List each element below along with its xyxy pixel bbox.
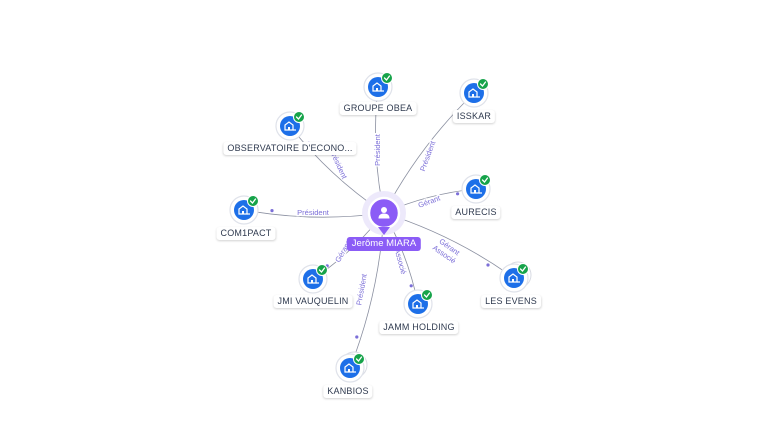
company-label[interactable]: OBSERVATOIRE D'ECONO... (223, 142, 357, 155)
edge-label: Président (297, 208, 330, 217)
edge-label: Associé (393, 248, 408, 276)
check-icon (477, 78, 489, 90)
company-node[interactable] (229, 195, 259, 225)
edge-label: Président (418, 139, 438, 173)
edge-label: Président (354, 272, 369, 306)
person-icon (378, 207, 390, 219)
company-label[interactable]: JAMM HOLDING (379, 321, 459, 334)
company-node[interactable] (499, 261, 532, 293)
company-node[interactable] (403, 289, 433, 319)
edge-label: Président (373, 133, 382, 166)
building-icon (372, 82, 384, 92)
building-icon (468, 88, 480, 98)
building-icon (412, 299, 424, 309)
edge-arrow (355, 335, 359, 339)
company-label[interactable]: JMI VAUQUELIN (273, 295, 353, 308)
check-icon (381, 72, 393, 84)
company-label[interactable]: GROUPE OBEA (339, 102, 417, 115)
company-label[interactable]: LES EVENS (481, 295, 541, 308)
center-person-label[interactable]: Jerôme MIARA (346, 237, 422, 251)
building-icon (344, 363, 356, 373)
edge-label: Gérant (417, 193, 442, 210)
company-node[interactable] (461, 174, 491, 204)
building-icon (470, 184, 482, 194)
building-icon (307, 274, 319, 284)
company-label[interactable]: KANBIOS (323, 385, 373, 398)
company-node[interactable] (363, 72, 393, 102)
company-label[interactable]: AURECIS (451, 206, 501, 219)
check-icon (421, 289, 433, 301)
edge-arrow (270, 209, 274, 213)
building-icon (238, 205, 250, 215)
company-node[interactable] (275, 111, 305, 141)
edge-arrow (456, 192, 460, 196)
company-label[interactable]: COM1PACT (216, 227, 276, 240)
check-icon (517, 263, 529, 275)
check-icon (247, 195, 259, 207)
check-icon (479, 174, 491, 186)
company-label[interactable]: ISSKAR (452, 110, 496, 123)
edge-arrow (409, 284, 413, 288)
edge-arrow (486, 263, 490, 267)
check-icon (316, 264, 328, 276)
center-pin (378, 227, 390, 235)
building-icon (284, 121, 296, 131)
company-node[interactable] (459, 78, 489, 108)
check-icon (353, 353, 365, 365)
check-icon (293, 111, 305, 123)
company-node[interactable] (335, 351, 368, 383)
building-icon (508, 273, 520, 283)
company-node[interactable] (298, 264, 328, 294)
